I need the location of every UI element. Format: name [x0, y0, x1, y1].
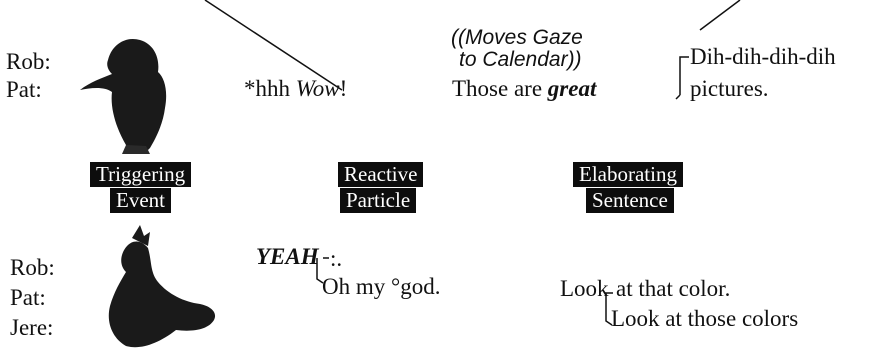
label-reactive: Reactive	[338, 162, 424, 187]
utterance-dih: Dih-dih-dih-dih	[690, 44, 836, 69]
those-are-text: Those are	[452, 76, 548, 101]
pointer-line-right	[699, 0, 741, 31]
utterance-yeah-suffix: :.	[330, 246, 343, 271]
label-triggering: Triggering	[90, 162, 192, 187]
great-word: great	[547, 76, 597, 101]
utterance-oh-my-god: Oh my °god.	[322, 274, 441, 299]
utterance-look: Look	[560, 276, 609, 301]
annotation-line-1: ((Moves Gaze	[451, 26, 583, 49]
utterance-yeah: YEAH	[256, 244, 319, 269]
speaker-pat-top: Pat:	[6, 77, 42, 102]
overlap-bracket-look	[605, 292, 613, 326]
speaker-rob-top: Rob:	[6, 49, 51, 74]
speaker-rob-bottom: Rob:	[10, 255, 55, 280]
bird-figure-icon	[80, 38, 167, 154]
label-event: Event	[110, 188, 171, 213]
annotation-line-2: to Calendar))	[459, 48, 582, 71]
utterance-those-are-great: Those are great	[452, 76, 596, 102]
wow-word: Wow	[295, 76, 340, 101]
bird-figure-icon	[108, 225, 216, 348]
label-particle: Particle	[340, 188, 417, 213]
utterance-wow-prefix: *hhh	[244, 76, 296, 101]
utterance-wow-suffix: !	[339, 76, 348, 101]
utterance-pictures: pictures.	[690, 76, 769, 101]
overlap-bracket-top	[675, 56, 689, 100]
utterance-look-at-those-colors: Look at those colors	[611, 306, 799, 331]
overlap-bracket-yeah	[316, 257, 329, 284]
label-elaborating: Elaborating	[573, 162, 683, 187]
speaker-jere-bottom: Jere:	[10, 315, 54, 340]
utterance-wow: *hhh Wow!	[244, 76, 347, 102]
utterance-at-that-color: at that color.	[616, 276, 731, 301]
speaker-pat-bottom: Pat:	[10, 285, 46, 310]
label-sentence: Sentence	[586, 188, 674, 213]
pointer-line-left	[204, 0, 343, 91]
